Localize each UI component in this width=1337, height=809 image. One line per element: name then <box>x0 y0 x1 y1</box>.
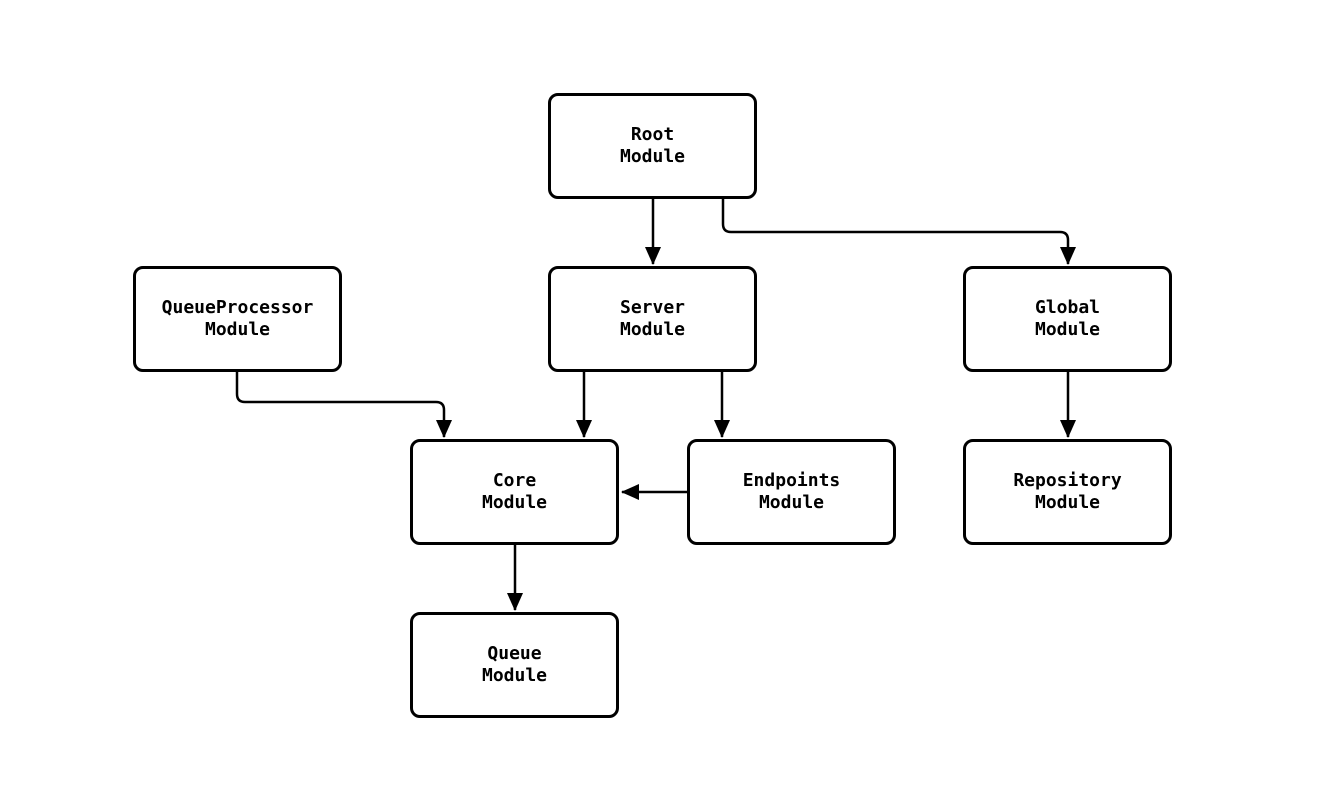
edge-queueprocessor-to-core <box>235 372 452 438</box>
node-global-module: Global Module <box>963 266 1172 372</box>
node-core-module: Core Module <box>410 439 619 545</box>
node-queue-module: Queue Module <box>410 612 619 718</box>
node-queueprocessor-module-label: QueueProcessor Module <box>161 296 314 341</box>
node-global-module-label: Global Module <box>1034 296 1101 341</box>
node-core-module-label: Core Module <box>481 469 548 514</box>
node-repository-module-label: Repository Module <box>1013 469 1122 514</box>
node-endpoints-module: Endpoints Module <box>687 439 896 545</box>
node-repository-module: Repository Module <box>963 439 1172 545</box>
edge-root-to-global <box>721 198 1076 265</box>
node-endpoints-module-label: Endpoints Module <box>742 469 841 514</box>
node-server-module: Server Module <box>548 266 757 372</box>
node-server-module-label: Server Module <box>619 296 686 341</box>
node-queue-module-label: Queue Module <box>481 642 548 687</box>
node-queueprocessor-module: QueueProcessor Module <box>133 266 342 372</box>
node-root-module-label: Root Module <box>619 123 686 168</box>
node-root-module: Root Module <box>548 93 757 199</box>
